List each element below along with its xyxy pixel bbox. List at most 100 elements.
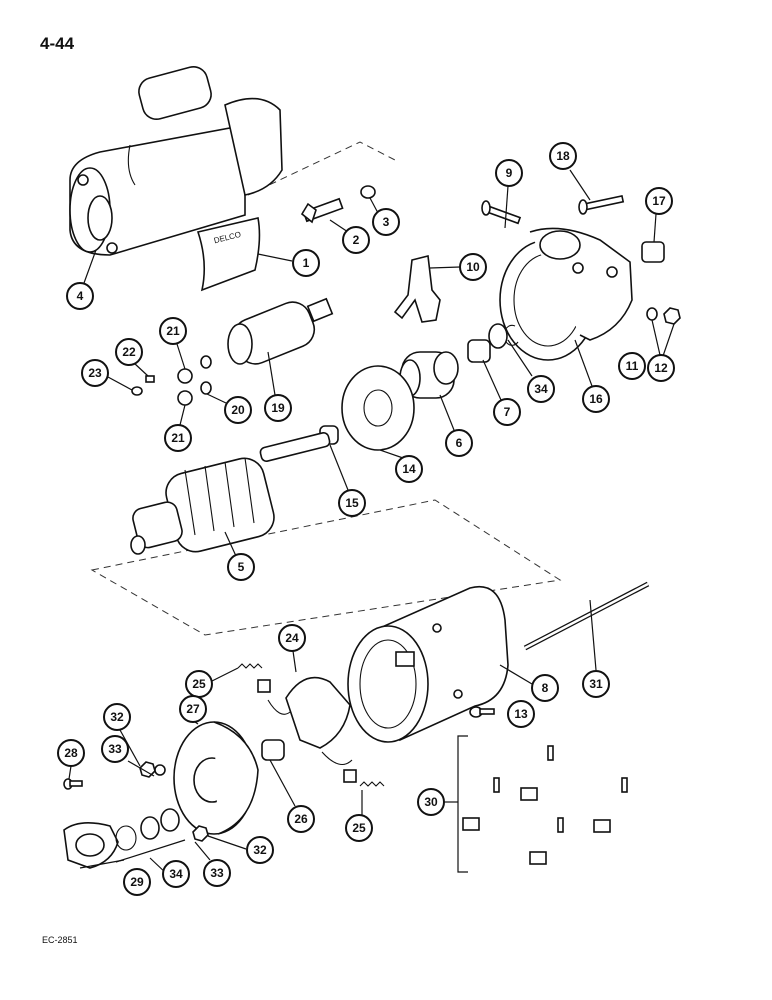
end-washer-3 — [160, 808, 180, 832]
callout-20: 20 — [224, 396, 252, 424]
small-washer — [145, 375, 155, 383]
svg-text:34: 34 — [169, 867, 183, 881]
thrust-collar — [488, 323, 508, 349]
callout-3: 3 — [372, 208, 400, 236]
svg-text:22: 22 — [122, 345, 136, 359]
callout-25-upper: 25 — [185, 670, 213, 698]
svg-text:33: 33 — [210, 866, 224, 880]
svg-text:3: 3 — [383, 215, 390, 229]
svg-text:9: 9 — [506, 166, 513, 180]
brush-holder — [267, 676, 353, 766]
svg-text:32: 32 — [253, 843, 267, 857]
armature — [130, 432, 331, 555]
svg-text:5: 5 — [238, 560, 245, 574]
svg-text:26: 26 — [294, 812, 308, 826]
svg-text:24: 24 — [285, 631, 299, 645]
lock-washer — [360, 185, 376, 199]
svg-text:11: 11 — [626, 359, 639, 373]
svg-text:8: 8 — [542, 681, 549, 695]
callout-7: 7 — [493, 398, 521, 426]
svg-text:6: 6 — [456, 436, 463, 450]
stop-collar — [467, 339, 491, 363]
page-number: 4-44 — [40, 34, 75, 53]
brush-kit — [457, 735, 628, 873]
screw-long — [578, 194, 625, 215]
callout-10: 10 — [459, 253, 487, 281]
callout-33-upper: 33 — [101, 735, 129, 763]
callout-18: 18 — [549, 142, 577, 170]
callout-8: 8 — [531, 674, 559, 702]
washer-nut-small — [646, 307, 658, 321]
solenoid-nut-upper — [177, 368, 193, 384]
svg-text:7: 7 — [504, 405, 511, 419]
brush-upper — [257, 679, 271, 693]
end-washer-2 — [140, 816, 160, 840]
svg-text:32: 32 — [110, 710, 124, 724]
callout-13: 13 — [507, 700, 535, 728]
callout-17: 17 — [645, 187, 673, 215]
callout-1: 1 — [292, 249, 320, 277]
callout-27: 27 — [179, 695, 207, 723]
commutator-bushing — [261, 739, 285, 761]
through-bolt — [523, 581, 650, 651]
callout-14: 14 — [395, 455, 423, 483]
cover-screw — [63, 778, 83, 790]
callout-32-lower: 32 — [246, 836, 274, 864]
svg-text:12: 12 — [654, 361, 668, 375]
terminal-washer-upper — [154, 764, 166, 776]
field-frame — [347, 585, 509, 743]
callout-28: 28 — [57, 739, 85, 767]
drive-end-housing — [499, 227, 633, 361]
callout-15: 15 — [338, 489, 366, 517]
callout-26: 26 — [287, 805, 315, 833]
brush-lower — [343, 769, 357, 783]
small-screw — [131, 386, 143, 396]
shift-lever — [393, 255, 441, 323]
svg-text:30: 30 — [424, 795, 438, 809]
svg-text:21: 21 — [166, 324, 180, 338]
bushing — [641, 241, 665, 263]
svg-text:23: 23 — [88, 366, 102, 380]
svg-text:2: 2 — [353, 233, 360, 247]
end-washer-1 — [115, 825, 137, 851]
callout-22: 22 — [115, 338, 143, 366]
callout-24: 24 — [278, 624, 306, 652]
svg-text:34: 34 — [534, 382, 548, 396]
callout-31: 31 — [582, 670, 610, 698]
callout-23: 23 — [81, 359, 109, 387]
callout-16: 16 — [582, 385, 610, 413]
leader-lines — [68, 169, 675, 876]
svg-text:17: 17 — [652, 194, 666, 208]
svg-text:1: 1 — [303, 256, 310, 270]
brush-spring-lower — [359, 781, 385, 787]
svg-text:31: 31 — [589, 677, 603, 691]
callout-4: 4 — [66, 282, 94, 310]
svg-text:25: 25 — [352, 821, 366, 835]
callout-34-upper: 34 — [527, 375, 555, 403]
solenoid-nut-lower — [177, 390, 193, 406]
callout-11: 11 — [618, 352, 646, 380]
svg-text:28: 28 — [64, 746, 78, 760]
screw-top — [481, 200, 522, 225]
callout-2: 2 — [342, 226, 370, 254]
intermediate-plate — [341, 365, 415, 451]
callout-25-lower: 25 — [345, 814, 373, 842]
svg-text:27: 27 — [186, 702, 200, 716]
svg-text:18: 18 — [556, 149, 570, 163]
end-cap — [63, 822, 119, 869]
callout-21-upper: 21 — [159, 317, 187, 345]
callout-12: 12 — [647, 354, 675, 382]
callout-19: 19 — [264, 394, 292, 422]
svg-text:20: 20 — [231, 403, 245, 417]
svg-text:4: 4 — [77, 289, 84, 303]
terminal-nut-lower — [192, 825, 209, 842]
callout-30: 30 — [417, 788, 445, 816]
callout-32-upper: 32 — [103, 703, 131, 731]
callout-29: 29 — [123, 868, 151, 896]
svg-text:13: 13 — [514, 707, 528, 721]
solenoid — [227, 297, 334, 365]
starter-motor-assembly — [69, 66, 283, 256]
callout-9: 9 — [495, 159, 523, 187]
commutator-end-cover — [173, 721, 259, 835]
